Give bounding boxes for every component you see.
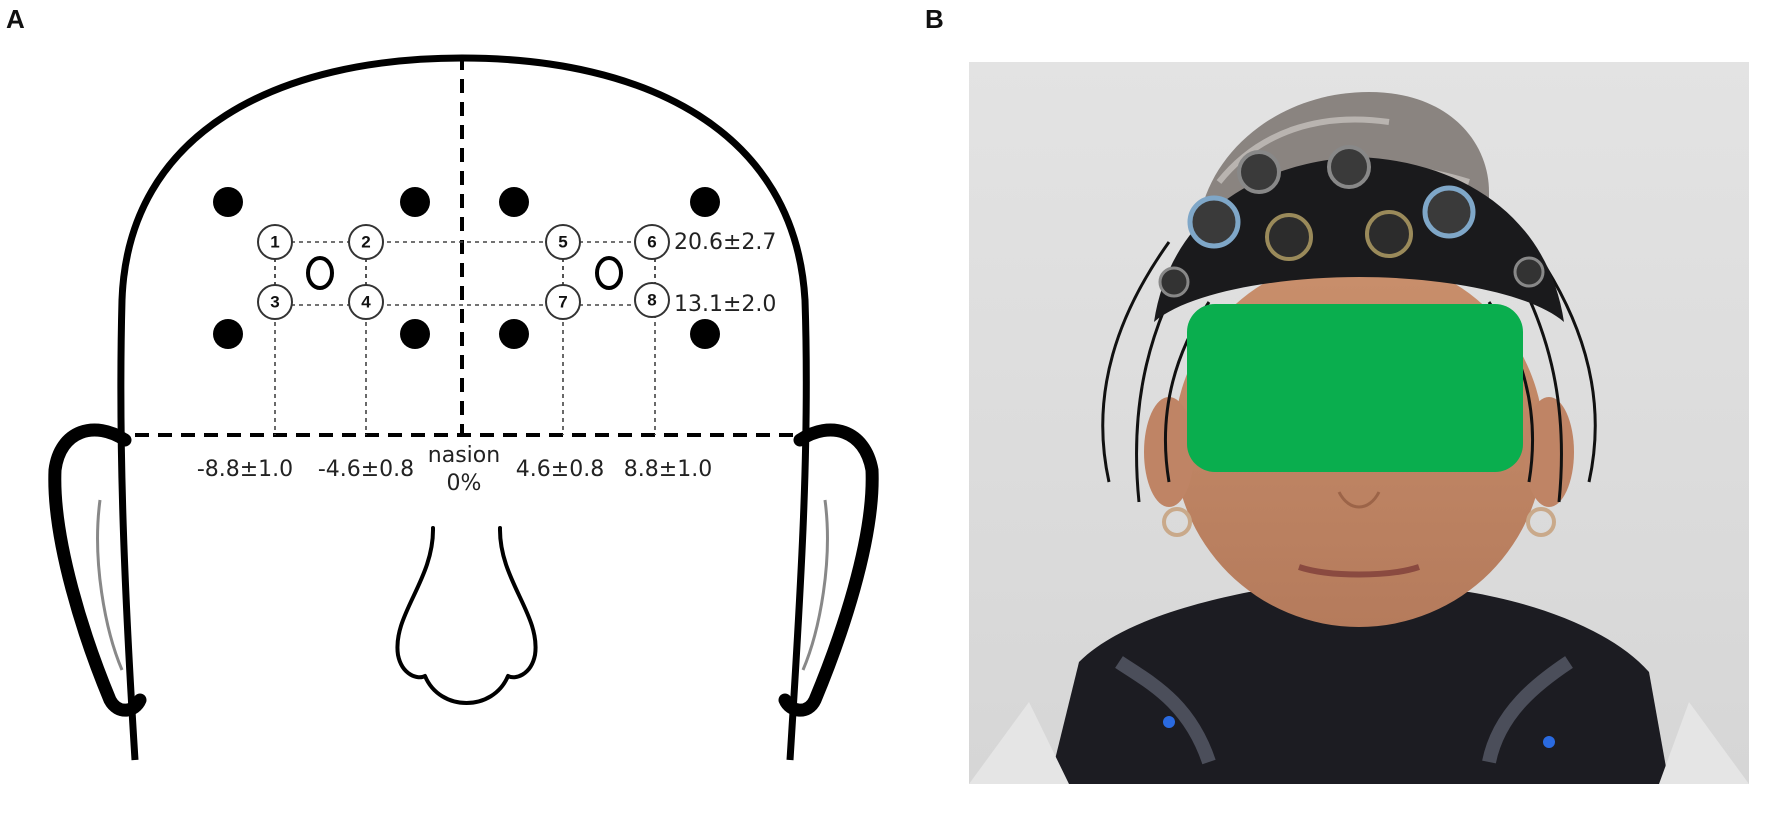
electrode-number: 3: [270, 293, 279, 312]
hollow-oval-left: [306, 256, 334, 290]
electrode-6: [634, 224, 670, 260]
electrode-number: 4: [361, 293, 371, 312]
panel-a-label: A: [6, 4, 25, 34]
electrode-2: [348, 224, 384, 260]
participant-photo: [969, 62, 1749, 784]
electrode-number: 7: [558, 293, 567, 312]
col-label-left-inner: -4.6±0.8: [318, 457, 414, 482]
electrode-number: 2: [361, 233, 370, 252]
black-electrode: [690, 319, 720, 349]
black-electrode: [499, 319, 529, 349]
col-label-nasion: nasion: [428, 443, 500, 468]
black-electrode: [400, 319, 430, 349]
black-electrode: [499, 187, 529, 217]
electrode-number: 8: [647, 291, 656, 310]
col-label-left-outer: -8.8±1.0: [197, 457, 293, 482]
electrode-8: [634, 282, 670, 318]
electrode-4: [348, 284, 384, 320]
black-electrodes: [213, 187, 720, 349]
electrode-number: 5: [558, 233, 567, 252]
electrode-3: [257, 284, 293, 320]
hollow-oval-right: [595, 256, 623, 290]
black-electrode: [213, 319, 243, 349]
nose: [395, 526, 538, 705]
black-electrode: [400, 187, 430, 217]
electrode-number: 6: [647, 233, 656, 252]
left-ear-inner: [96, 499, 124, 671]
head-diagram: 1 2 3 4 5 6 7 8 20.6±2.7 13.1±2.0 -8.8±1…: [48, 54, 879, 761]
electrode-1: [257, 224, 293, 260]
left-ear: [48, 423, 147, 717]
privacy-mask: [1187, 304, 1523, 472]
black-electrode: [213, 187, 243, 217]
right-ear-inner: [801, 499, 829, 671]
row-label-upper: 20.6±2.7: [674, 230, 776, 255]
black-electrode: [690, 187, 720, 217]
col-label-right-outer: 8.8±1.0: [624, 457, 712, 482]
row-label-lower: 13.1±2.0: [674, 292, 776, 317]
electrode-7: [545, 284, 581, 320]
electrode-number: 1: [270, 233, 279, 252]
col-label-right-inner: 4.6±0.8: [516, 457, 604, 482]
right-ear: [778, 423, 879, 717]
cap-electrodes: [1158, 145, 1545, 298]
panel-b-label: B: [925, 4, 944, 34]
col-label-nasion-value: 0%: [447, 471, 482, 496]
electrode-5: [545, 224, 581, 260]
